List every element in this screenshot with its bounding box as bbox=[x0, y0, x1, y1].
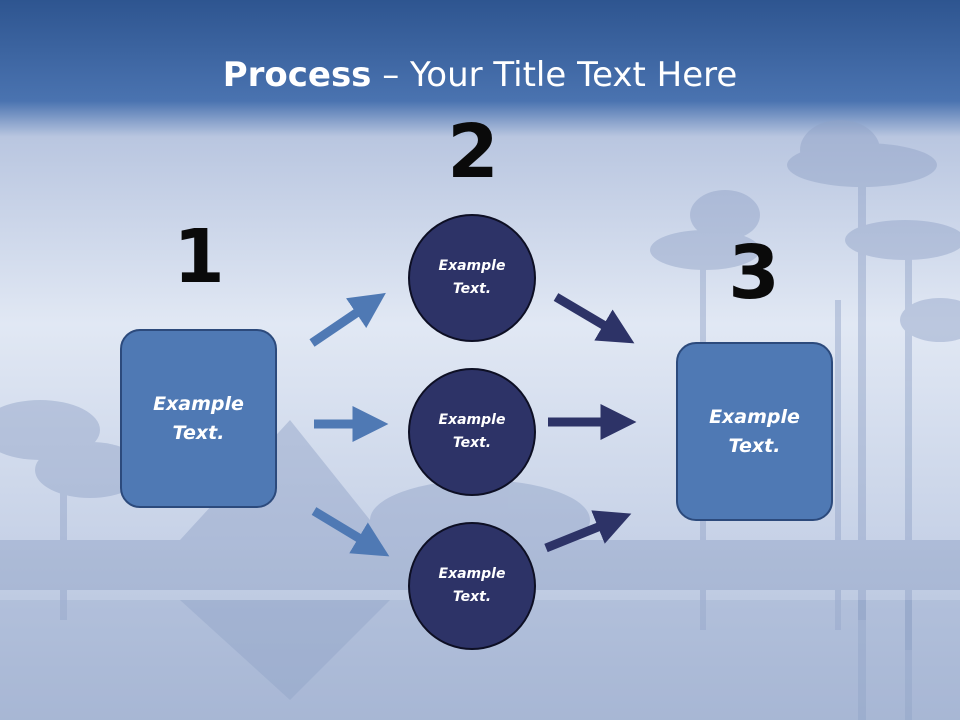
step-number-2: 2 bbox=[447, 109, 499, 195]
arrow-to-bottom-circle bbox=[311, 507, 390, 557]
title-rest: – Your Title Text Here bbox=[371, 55, 738, 95]
circle-middle[interactable]: Example Text. bbox=[408, 368, 536, 496]
arrow-to-top-circle bbox=[309, 292, 386, 347]
arrow-from-top-circle bbox=[553, 293, 635, 344]
title-bold: Process bbox=[222, 55, 372, 95]
circle-top[interactable]: Example Text. bbox=[408, 214, 536, 342]
right-box[interactable]: Example Text. bbox=[676, 342, 833, 521]
arrow-from-bottom-circle bbox=[544, 510, 632, 553]
slide-title: Process – Your Title Text Here bbox=[0, 52, 960, 98]
step-number-1: 1 bbox=[173, 214, 225, 300]
left-box[interactable]: Example Text. bbox=[120, 329, 277, 508]
step-number-3: 3 bbox=[728, 230, 780, 316]
circle-bottom[interactable]: Example Text. bbox=[408, 522, 536, 650]
